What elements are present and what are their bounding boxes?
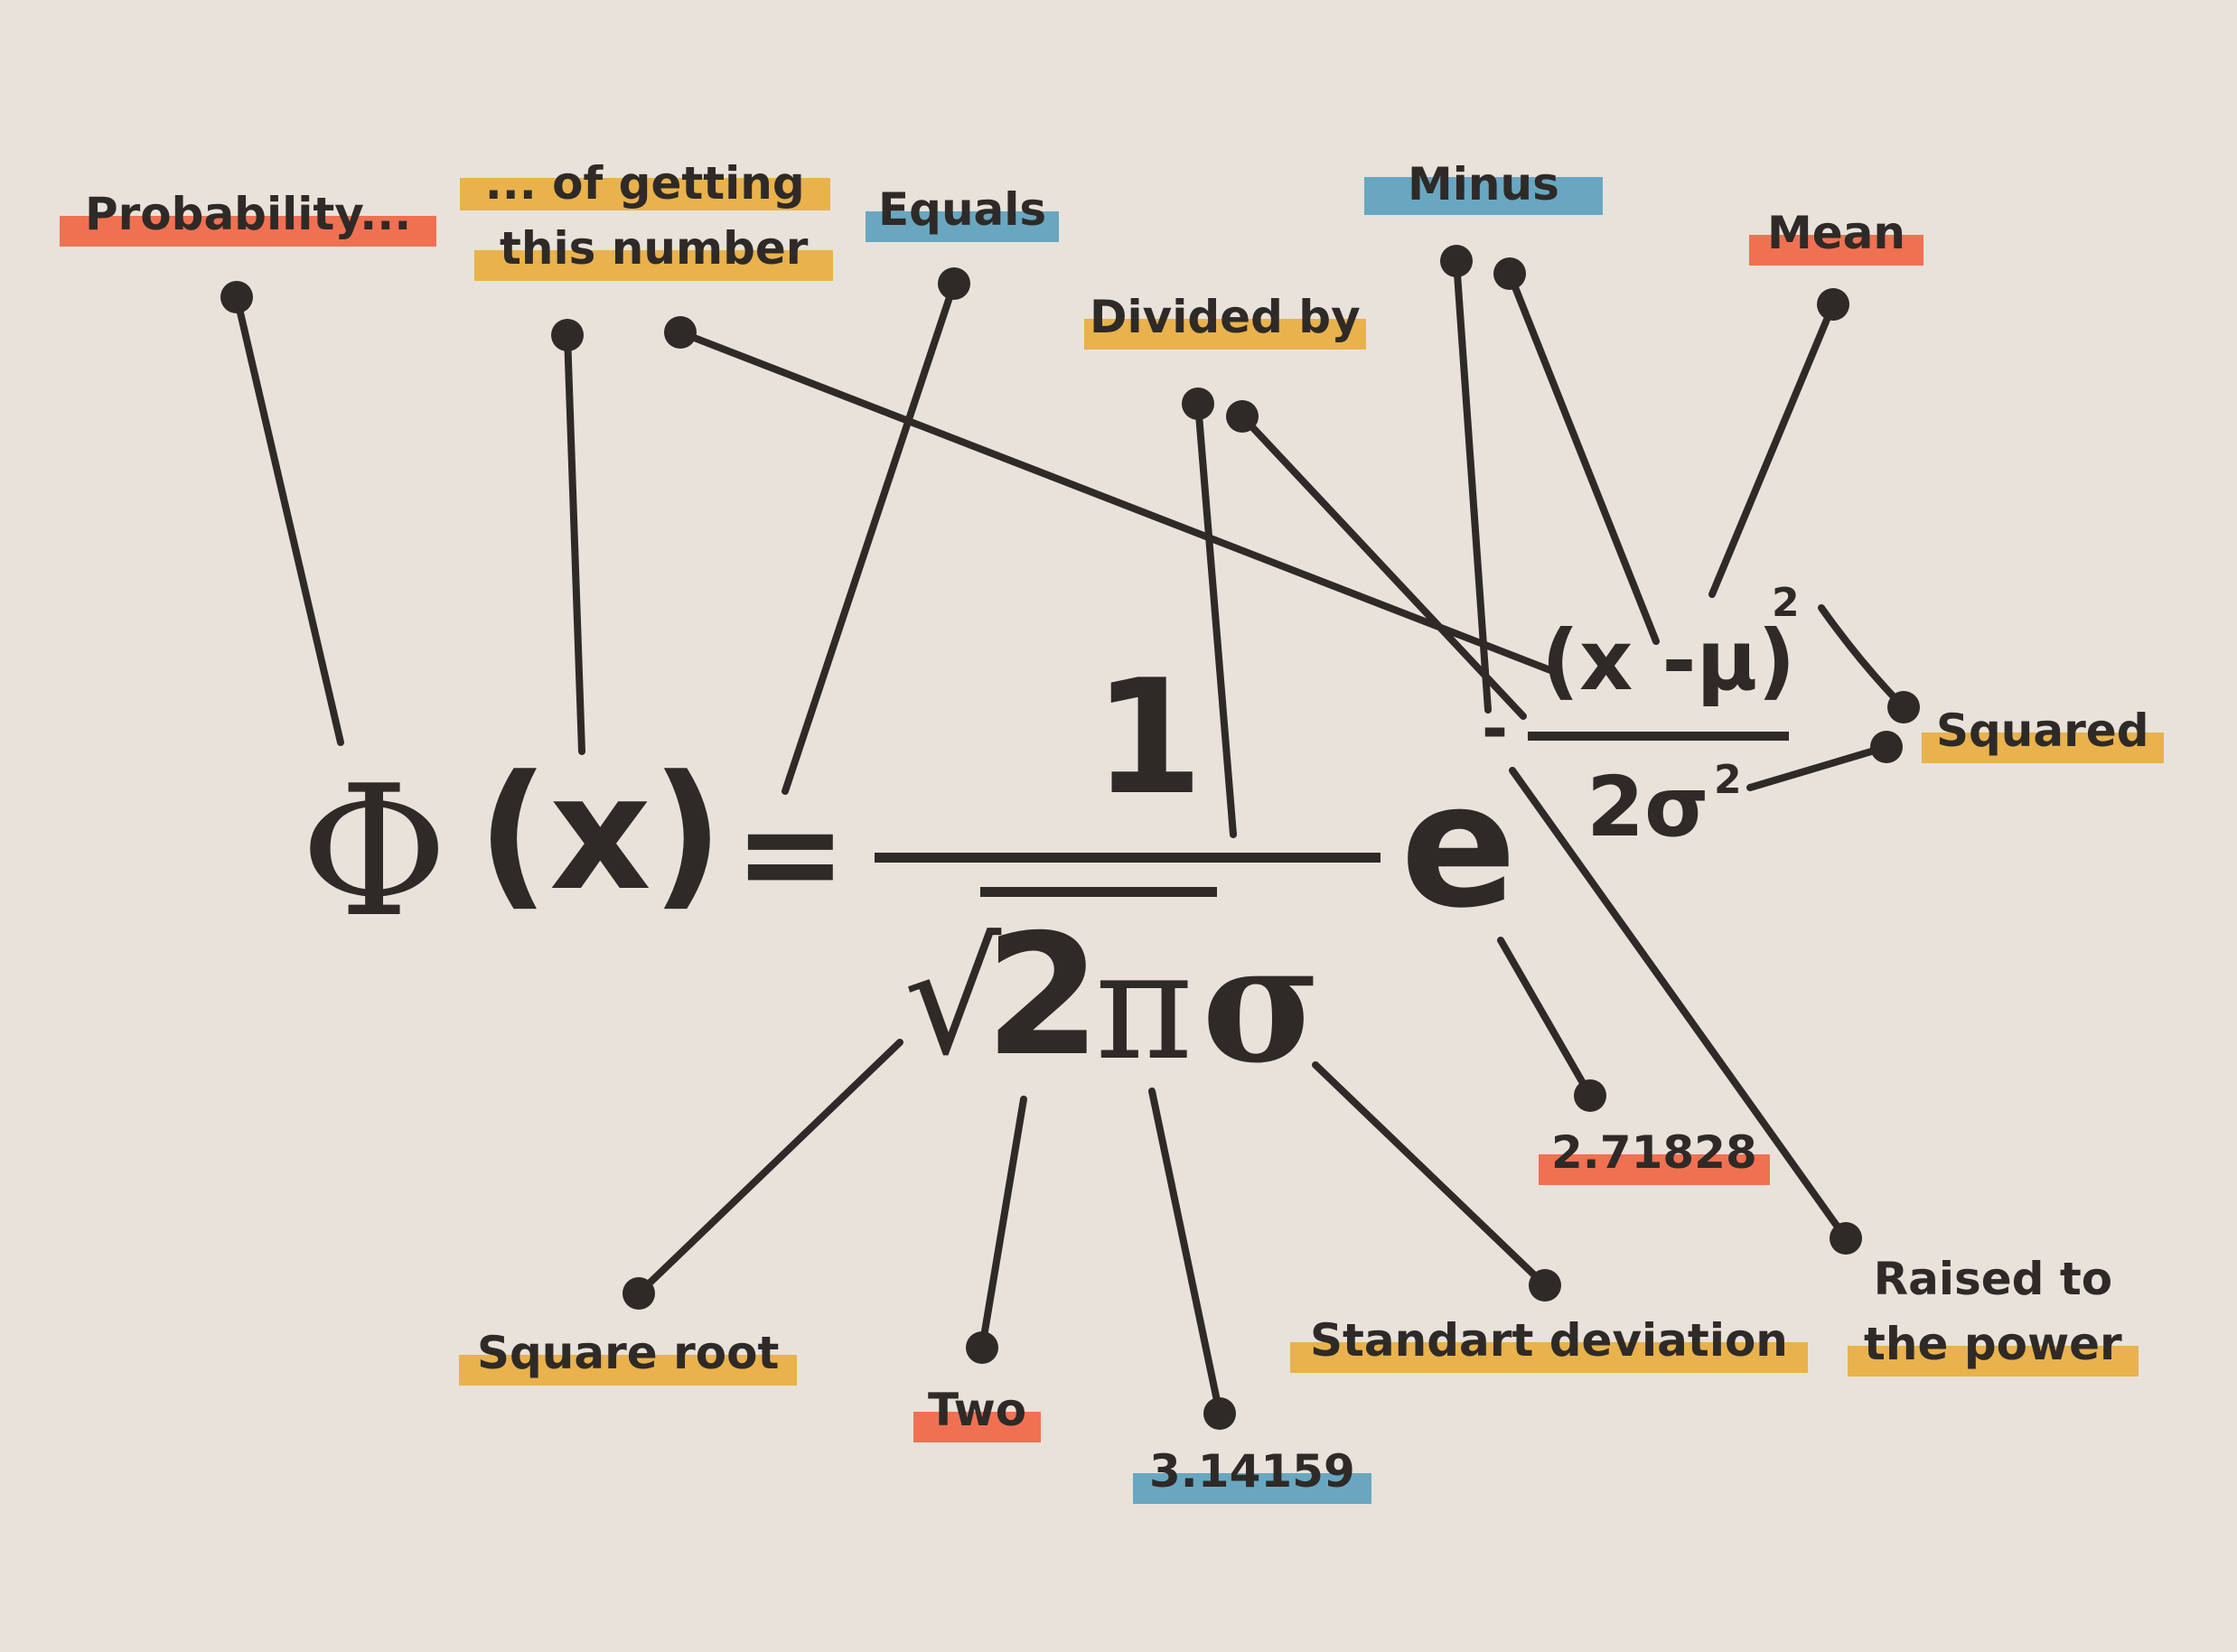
connector-this-number-x: [677, 329, 1554, 674]
exponent-denominator-power: 2: [1714, 757, 1742, 803]
label-divided-by: Divided by: [1084, 285, 1366, 350]
label-probability: Probability...: [60, 182, 437, 247]
dot-pi: [1203, 1397, 1236, 1430]
exponent-minus: -: [1482, 692, 1509, 766]
label-e-value: 2.71828: [1539, 1120, 1770, 1185]
connector-std-dev: [1312, 1061, 1549, 1289]
connector-square-root: [635, 1039, 903, 1297]
label-mean: Mean: [1749, 201, 1924, 266]
label-squared-text: Squared: [1922, 698, 2164, 763]
radical-sign: √: [903, 910, 1002, 1089]
dot-raised: [1830, 1222, 1862, 1255]
dot-of-getting-phi: [551, 319, 584, 351]
denominator-two: 2: [985, 898, 1101, 1093]
numerator-one: 1: [1093, 647, 1203, 830]
label-pi-value: 3.14159: [1133, 1439, 1371, 1504]
label-of-getting-line1: ... of getting: [459, 151, 830, 216]
connector-two: [978, 1096, 1027, 1351]
label-mean-text: Mean: [1749, 201, 1924, 266]
connector-e-value: [1497, 937, 1594, 1099]
connector-mean: [1708, 301, 1837, 598]
connector-divided-exp: [1239, 413, 1527, 720]
dot-square-root: [622, 1277, 655, 1310]
dot-std-dev: [1529, 1269, 1561, 1302]
exponent-numerator-power: 2: [1772, 580, 1800, 626]
radical-vinculum: [980, 887, 1217, 897]
dot-minus-sign: [1440, 245, 1473, 277]
dot-this-number-x: [664, 316, 697, 349]
dot-divided-main: [1182, 387, 1214, 420]
connector-equals: [782, 280, 958, 795]
label-probability-text: Probability...: [60, 182, 437, 247]
label-minus-text: Minus: [1364, 152, 1603, 217]
connector-minus-inner: [1506, 270, 1660, 645]
dot-e-value: [1574, 1079, 1606, 1112]
connector-divided-main: [1194, 400, 1237, 838]
exponent-denominator: 2σ: [1586, 759, 1709, 855]
label-std-dev: Standart deviation: [1290, 1308, 1808, 1373]
label-raised-line1: Raised to: [1873, 1253, 2113, 1305]
dot-divided-exp: [1226, 400, 1259, 433]
label-e-value-text: 2.71828: [1539, 1120, 1770, 1185]
x-in-parentheses: (x): [477, 742, 724, 926]
dot-mean: [1817, 288, 1849, 321]
connector-squared-top: [1818, 604, 1907, 711]
label-raised-line2: the power: [1848, 1311, 2139, 1377]
label-of-getting: ... of getting this number: [456, 151, 834, 281]
dot-squared-top: [1887, 691, 1920, 723]
denominator-sigma: σ: [1202, 909, 1322, 1099]
label-std-dev-text: Standart deviation: [1290, 1308, 1808, 1373]
phi-symbol: Φ: [300, 747, 448, 957]
label-square-root-text: Square root: [459, 1321, 798, 1386]
connector-minus-sign: [1453, 257, 1492, 714]
connector-of-getting-phi: [564, 331, 585, 755]
connector-pi: [1148, 1087, 1223, 1417]
euler-e: e: [1400, 746, 1517, 946]
label-minus: Minus: [1364, 152, 1603, 217]
connector-raised: [1509, 767, 1849, 1242]
main-fraction-bar: [875, 853, 1381, 863]
label-two: Two: [913, 1377, 1042, 1442]
label-equals-text: Equals: [866, 177, 1060, 242]
connector-squared-bottom: [1746, 743, 1890, 791]
dot-minus-inner: [1493, 257, 1526, 290]
label-two-text: Two: [913, 1377, 1042, 1442]
exponent-fraction-bar: [1528, 732, 1789, 741]
denominator-pi: π: [1095, 919, 1193, 1093]
dot-squared-bottom: [1870, 731, 1903, 763]
label-raised: Raised to the power: [1848, 1246, 2139, 1377]
label-of-getting-line2: this number: [474, 216, 834, 281]
dot-two: [966, 1331, 998, 1364]
label-square-root: Square root: [459, 1321, 798, 1386]
label-squared: Squared: [1922, 698, 2164, 763]
label-equals: Equals: [866, 177, 1060, 242]
equals-sign: =: [734, 775, 847, 932]
label-pi-value-text: 3.14159: [1133, 1439, 1371, 1504]
dot-equals: [938, 267, 970, 300]
dot-probability: [220, 281, 253, 313]
connector-probability: [233, 294, 344, 746]
label-divided-by-text: Divided by: [1084, 285, 1366, 350]
exponent-numerator: (x -μ): [1541, 612, 1796, 709]
